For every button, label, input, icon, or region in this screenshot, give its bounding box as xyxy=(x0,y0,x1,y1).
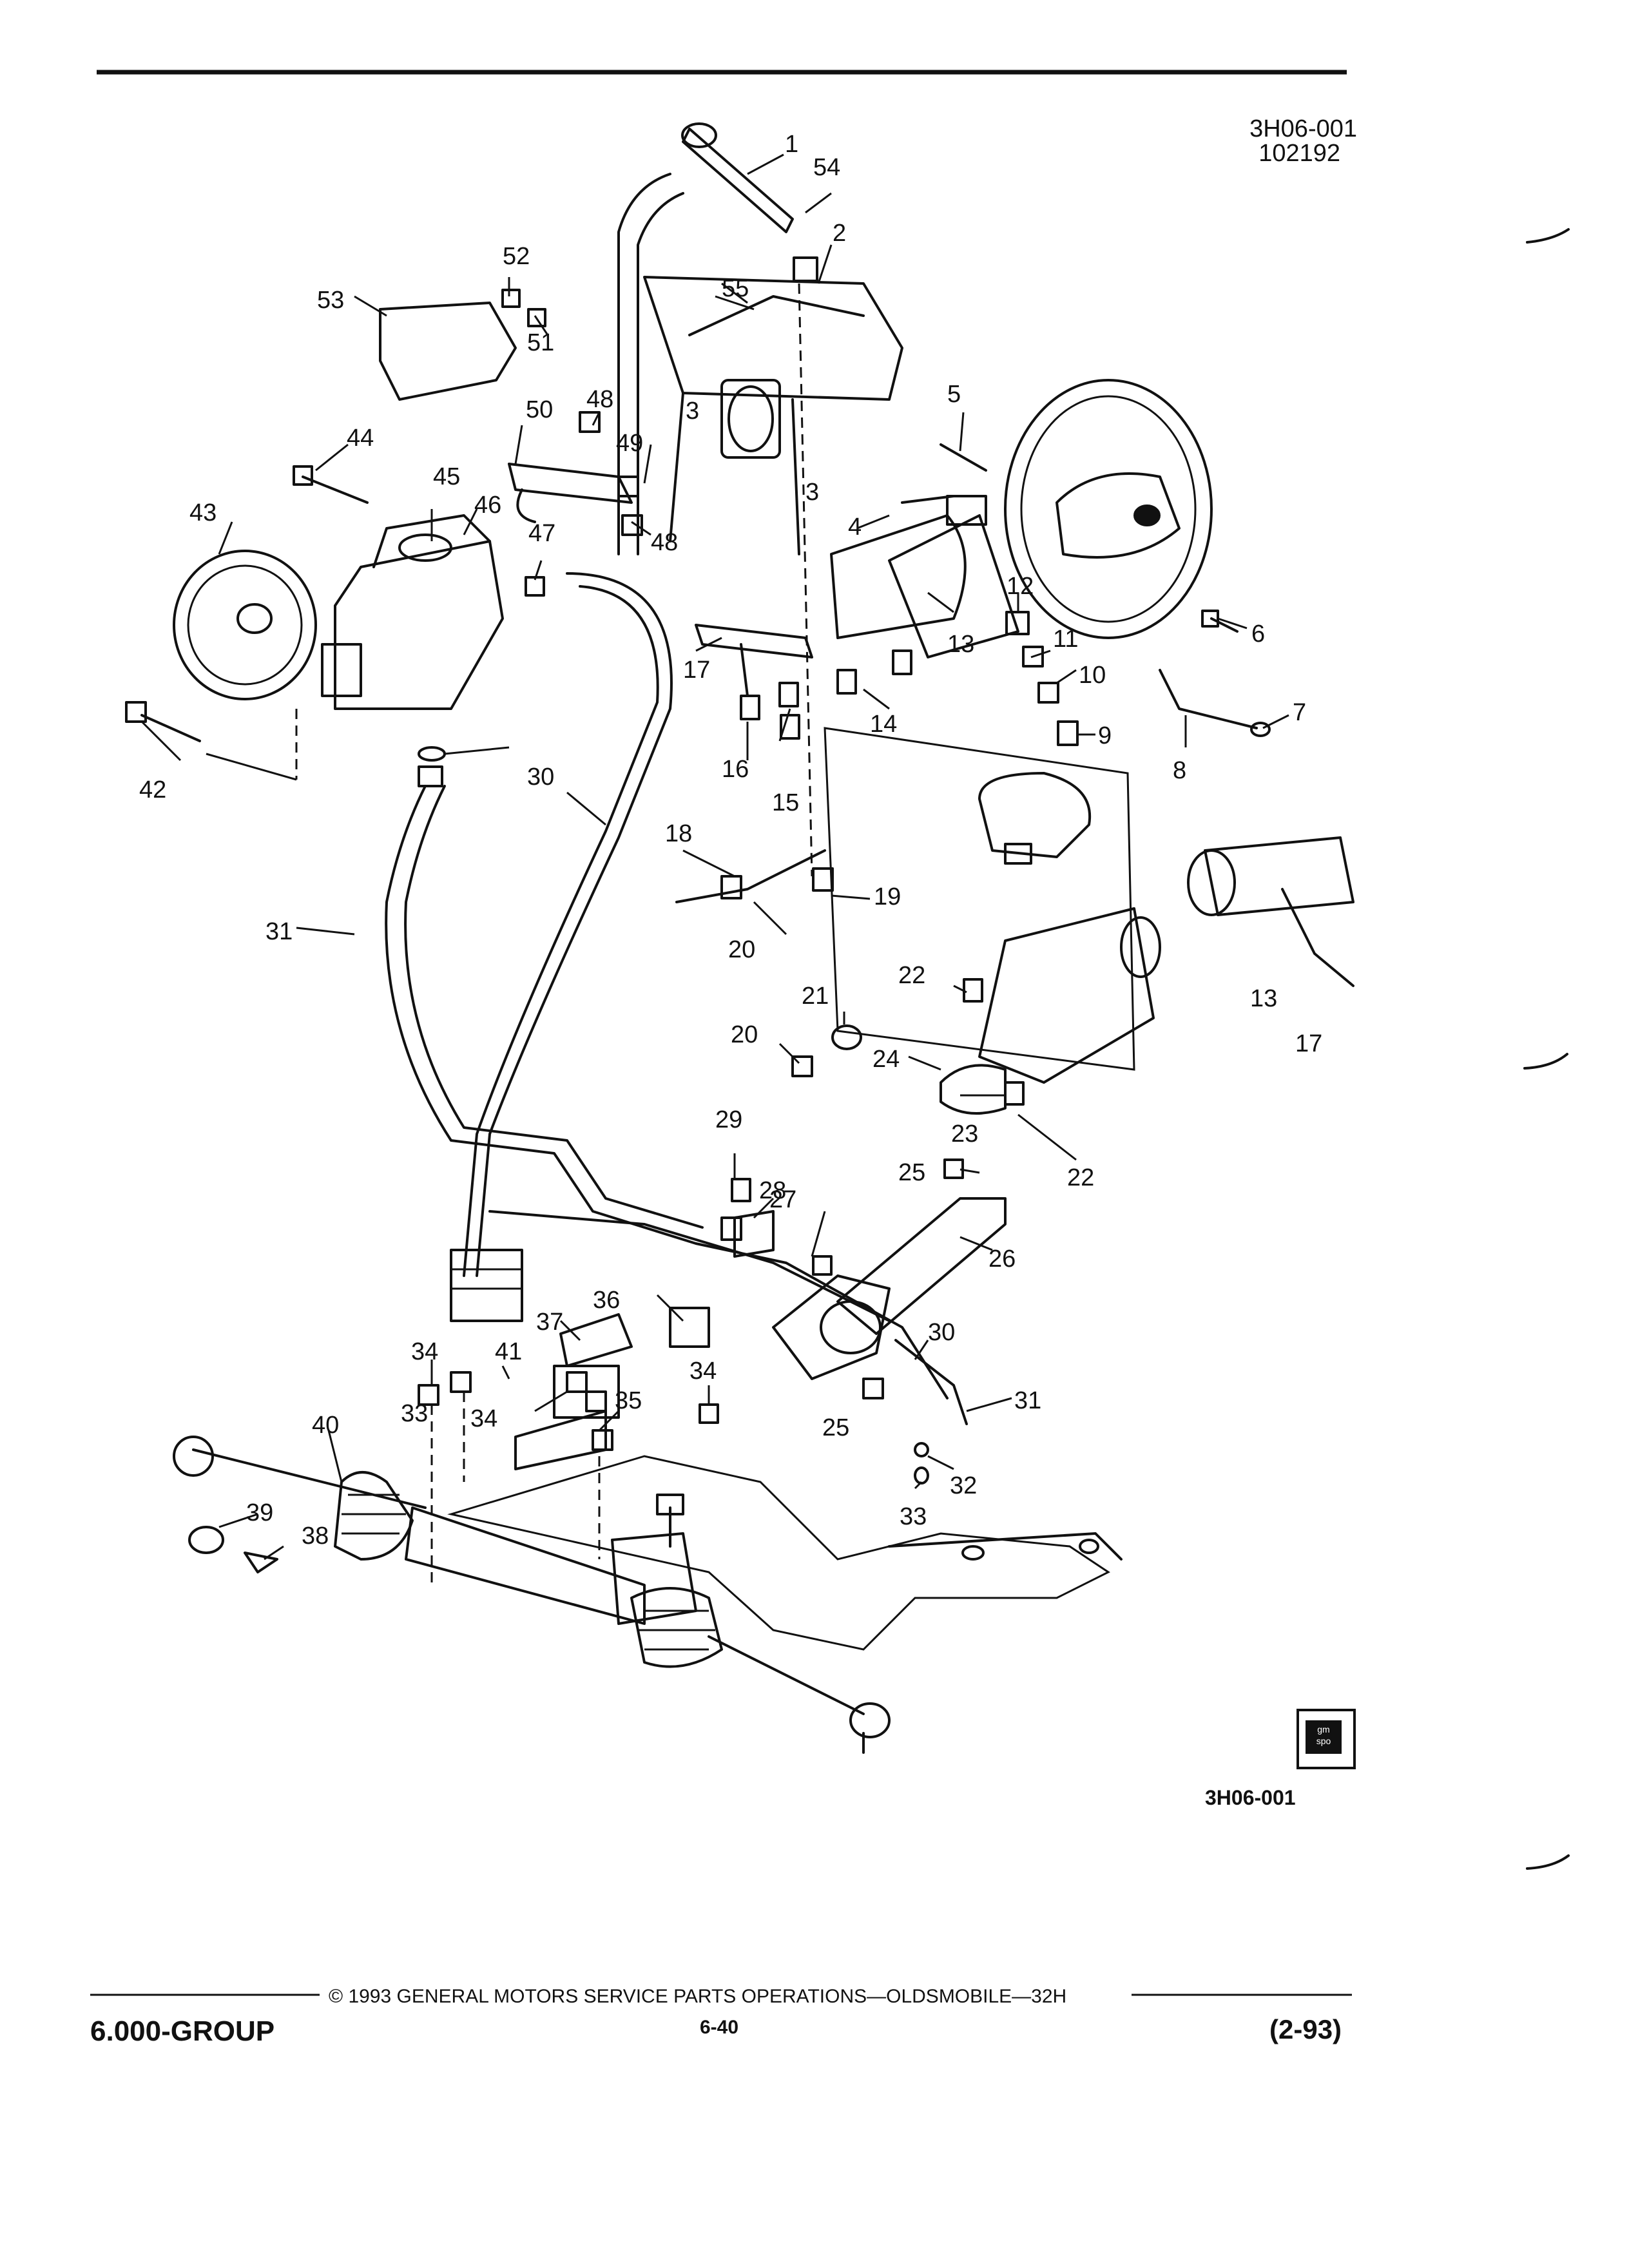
callout-number: 17 xyxy=(683,657,710,684)
callout-number: 39 xyxy=(246,1499,273,1526)
footer-revision-date: (2-93) xyxy=(1269,2014,1342,2044)
callout-number: 9 xyxy=(1098,722,1112,749)
footer-group: 6.000-GROUP xyxy=(90,2015,275,2047)
footer-copyright: © 1993 GENERAL MOTORS SERVICE PARTS OPER… xyxy=(329,1986,1067,2007)
callout-number: 3 xyxy=(686,398,699,425)
margin-mark xyxy=(1523,1053,1568,1070)
figure-caption: 3H06-001 xyxy=(1205,1786,1296,1809)
callout-number: 52 xyxy=(503,243,530,270)
callout-number: 34 xyxy=(470,1405,497,1432)
callout-number: 27 xyxy=(769,1186,796,1213)
callout-number: 28 xyxy=(759,1177,786,1204)
callout-number: 8 xyxy=(1173,757,1186,784)
callout-number: 45 xyxy=(433,463,460,490)
callout-number: 43 xyxy=(189,499,217,526)
callout-number: 14 xyxy=(870,711,897,738)
callout-number: 31 xyxy=(265,918,293,945)
callout-numbers: 1233456789101112131314151617171819202021… xyxy=(139,131,1322,1550)
callout-number: 12 xyxy=(1007,573,1034,600)
callout-number: 5 xyxy=(947,381,961,408)
callout-number: 53 xyxy=(317,287,344,314)
callout-number: 7 xyxy=(1293,699,1306,726)
logo-text-spo: spo xyxy=(1316,1736,1331,1746)
figure-reference-code: 3H06-001 xyxy=(1249,115,1357,142)
margin-mark xyxy=(1526,228,1570,244)
callout-number: 20 xyxy=(728,936,755,963)
callout-number: 22 xyxy=(1067,1164,1094,1191)
power-steering-hoses xyxy=(385,572,949,1399)
callout-number: 26 xyxy=(988,1245,1016,1273)
callout-number: 51 xyxy=(527,329,554,356)
callout-number: 37 xyxy=(536,1309,563,1336)
callout-number: 3 xyxy=(805,479,819,506)
callout-number: 10 xyxy=(1079,662,1106,689)
callout-number: 23 xyxy=(951,1120,978,1148)
callout-number: 46 xyxy=(474,492,501,519)
callout-number: 32 xyxy=(950,1472,977,1499)
callout-number: 30 xyxy=(527,764,554,791)
callout-number: 34 xyxy=(411,1338,438,1365)
callout-number: 44 xyxy=(347,425,374,452)
callout-number: 25 xyxy=(898,1159,925,1186)
callout-number: 22 xyxy=(898,962,925,989)
steering-column-assembly xyxy=(617,122,1271,877)
callout-number: 29 xyxy=(715,1106,742,1133)
callout-number: 41 xyxy=(495,1338,522,1365)
callout-number: 33 xyxy=(401,1400,428,1427)
callout-number: 25 xyxy=(822,1414,849,1441)
footer-page-number: 6-40 xyxy=(700,2017,739,2038)
margin-mark xyxy=(1526,1854,1570,1870)
figure-reference-date: 102192 xyxy=(1258,140,1340,167)
callout-number: 13 xyxy=(1250,985,1277,1012)
callout-number: 31 xyxy=(1014,1387,1041,1414)
callout-leaders xyxy=(140,153,1289,1561)
callout-number: 16 xyxy=(722,756,749,783)
callout-number: 36 xyxy=(593,1287,620,1314)
callout-number: 17 xyxy=(1295,1030,1322,1057)
power-steering-pump-assembly xyxy=(125,289,643,781)
rack-and-pinion-assembly xyxy=(173,1371,1123,1754)
callout-number: 24 xyxy=(872,1046,900,1073)
logo-text-gm: gm xyxy=(1317,1724,1330,1735)
callout-number: 40 xyxy=(312,1412,339,1439)
callout-number: 50 xyxy=(526,396,553,423)
callout-number: 35 xyxy=(615,1387,642,1414)
callout-number: 48 xyxy=(651,529,678,556)
callout-number: 33 xyxy=(900,1503,927,1530)
callout-number: 15 xyxy=(772,789,799,816)
callout-number: 13 xyxy=(947,631,974,658)
gmspo-logo: gm spo xyxy=(1296,1709,1356,1769)
callout-number: 19 xyxy=(874,883,901,910)
callout-number: 55 xyxy=(722,275,749,302)
callout-number: 11 xyxy=(1053,626,1078,653)
callout-number: 4 xyxy=(848,514,862,541)
callout-number: 38 xyxy=(302,1523,329,1550)
callout-number: 48 xyxy=(586,386,613,413)
callout-number: 6 xyxy=(1251,620,1265,648)
callout-number: 49 xyxy=(616,430,643,457)
callout-number: 18 xyxy=(665,820,692,847)
callout-number: 47 xyxy=(528,520,555,547)
callout-number: 30 xyxy=(928,1319,955,1346)
callout-number: 21 xyxy=(802,983,829,1010)
callout-number: 20 xyxy=(731,1021,758,1048)
callout-number: 1 xyxy=(785,131,798,158)
callout-number: 54 xyxy=(813,154,840,181)
callout-number: 2 xyxy=(833,220,846,247)
callout-number: 42 xyxy=(139,776,166,803)
callout-number: 34 xyxy=(689,1358,717,1385)
